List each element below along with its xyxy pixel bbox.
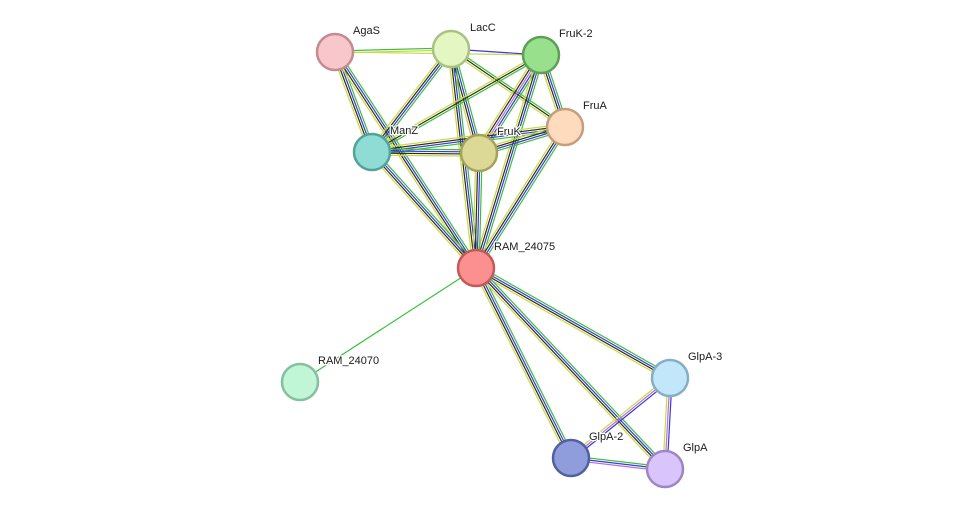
edge-lacc-manz[interactable] xyxy=(369,46,454,155)
edge-line-blue xyxy=(476,267,573,458)
edge-frua-ram-24075[interactable] xyxy=(472,124,569,271)
edge-line-green xyxy=(374,50,454,155)
edge-line-olive xyxy=(474,268,571,459)
node-label-agas: AgaS xyxy=(353,25,380,37)
node-circle[interactable] xyxy=(521,35,561,75)
node-circle[interactable] xyxy=(650,358,690,398)
node-circle[interactable] xyxy=(315,32,355,72)
edge-line-blue xyxy=(476,55,543,269)
edge-fruk-2-ram-24075[interactable] xyxy=(472,53,545,270)
edge-line-blue xyxy=(476,127,567,269)
node-lacc[interactable]: LacC xyxy=(431,21,497,69)
edge-line-green xyxy=(373,149,479,267)
edge-line-yellow xyxy=(474,270,669,382)
node-fruk[interactable]: FruK xyxy=(459,125,523,173)
edge-line-olive xyxy=(370,47,451,152)
node-circle[interactable] xyxy=(352,132,392,172)
node-glpa-3[interactable]: GlpA-3 xyxy=(650,350,724,398)
node-fruk-2[interactable]: FruK-2 xyxy=(521,27,594,75)
edge-line-yellow xyxy=(369,46,449,151)
edge-line-green xyxy=(451,46,567,126)
edge-line-green xyxy=(478,153,483,269)
edge-line-blue xyxy=(476,266,671,378)
edge-glpa-3-glpa-2[interactable] xyxy=(569,375,672,461)
node-label-glpa-3: GlpA-3 xyxy=(688,351,722,363)
node-circle[interactable] xyxy=(456,248,496,288)
node-circle[interactable] xyxy=(545,107,585,147)
edge-line-yellow xyxy=(472,53,539,268)
node-circle[interactable] xyxy=(280,362,320,402)
edge-line-olive xyxy=(474,54,541,268)
edge-ram-24075-ram-24070[interactable] xyxy=(299,267,477,383)
edge-line-yellow xyxy=(371,123,565,150)
node-glpa[interactable]: GlpA xyxy=(645,441,709,489)
edge-line-green xyxy=(299,267,477,383)
edge-line-yellow xyxy=(449,50,565,130)
node-label-manz: ManZ xyxy=(390,125,418,137)
edge-line-yellow xyxy=(569,375,670,457)
edge-line-yellow xyxy=(370,52,541,151)
node-ram-24070[interactable]: RAM_24070 xyxy=(280,354,380,402)
node-circle[interactable] xyxy=(551,438,591,478)
edge-line-blue xyxy=(372,49,453,154)
node-circle[interactable] xyxy=(431,29,471,69)
edge-line-purple xyxy=(570,377,671,459)
edge-line-green xyxy=(477,264,672,376)
edge-line-olive xyxy=(474,268,665,471)
edge-ram-24075-glpa-2[interactable] xyxy=(472,266,575,460)
edge-line-olive xyxy=(333,52,476,269)
edge-ram-24075-glpa[interactable] xyxy=(473,265,668,472)
edge-line-green xyxy=(337,49,480,267)
node-label-glpa: GlpA xyxy=(683,442,708,454)
node-circle[interactable] xyxy=(645,449,685,489)
edge-manz-ram-24075[interactable] xyxy=(369,149,479,271)
node-glpa-2[interactable]: GlpA-2 xyxy=(551,430,625,478)
edge-fruk-2-manz[interactable] xyxy=(370,52,543,155)
edge-line-blue xyxy=(476,266,667,469)
edge-line-green xyxy=(334,47,451,52)
edge-line-olive xyxy=(370,152,476,270)
edge-line-green xyxy=(478,55,545,270)
edge-line-yellow xyxy=(369,153,475,271)
edge-line-olive xyxy=(450,48,566,128)
node-manz[interactable]: ManZ xyxy=(352,124,420,172)
edge-lacc-frua[interactable] xyxy=(449,46,567,130)
node-agas[interactable]: AgaS xyxy=(315,24,381,72)
node-label-glpa-2: GlpA-2 xyxy=(589,431,623,443)
node-label-ram-24070: RAM_24070 xyxy=(318,355,379,367)
node-label-frua: FruA xyxy=(583,100,608,112)
node-label-lacc: LacC xyxy=(470,22,496,34)
node-label-fruk: FruK xyxy=(497,126,522,138)
edge-line-green xyxy=(477,265,668,468)
edge-line-green xyxy=(478,128,569,271)
edge-line-blue xyxy=(372,150,478,268)
edge-line-yellow xyxy=(472,124,563,267)
edge-line-yellow xyxy=(473,269,664,472)
node-frua[interactable]: FruA xyxy=(545,99,609,147)
edge-line-yellow xyxy=(472,152,477,268)
node-ram-24075[interactable]: RAM_24075 xyxy=(456,240,556,288)
edge-line-yellow xyxy=(472,269,569,460)
edge-line-green xyxy=(478,266,575,457)
edge-ram-24075-glpa-3[interactable] xyxy=(474,264,672,382)
edge-line-olive xyxy=(475,268,670,380)
node-circle[interactable] xyxy=(459,133,499,173)
edge-line-olive xyxy=(371,54,542,153)
node-label-ram-24075: RAM_24075 xyxy=(494,241,555,253)
edge-line-purple xyxy=(478,54,542,154)
edge-line-olive xyxy=(474,126,565,268)
edge-line-green xyxy=(372,56,543,155)
edge-line-blue xyxy=(335,51,478,268)
edge-line-blue xyxy=(571,379,672,461)
edge-line-yellow xyxy=(447,49,474,269)
node-label-fruk-2: FruK-2 xyxy=(559,28,593,40)
